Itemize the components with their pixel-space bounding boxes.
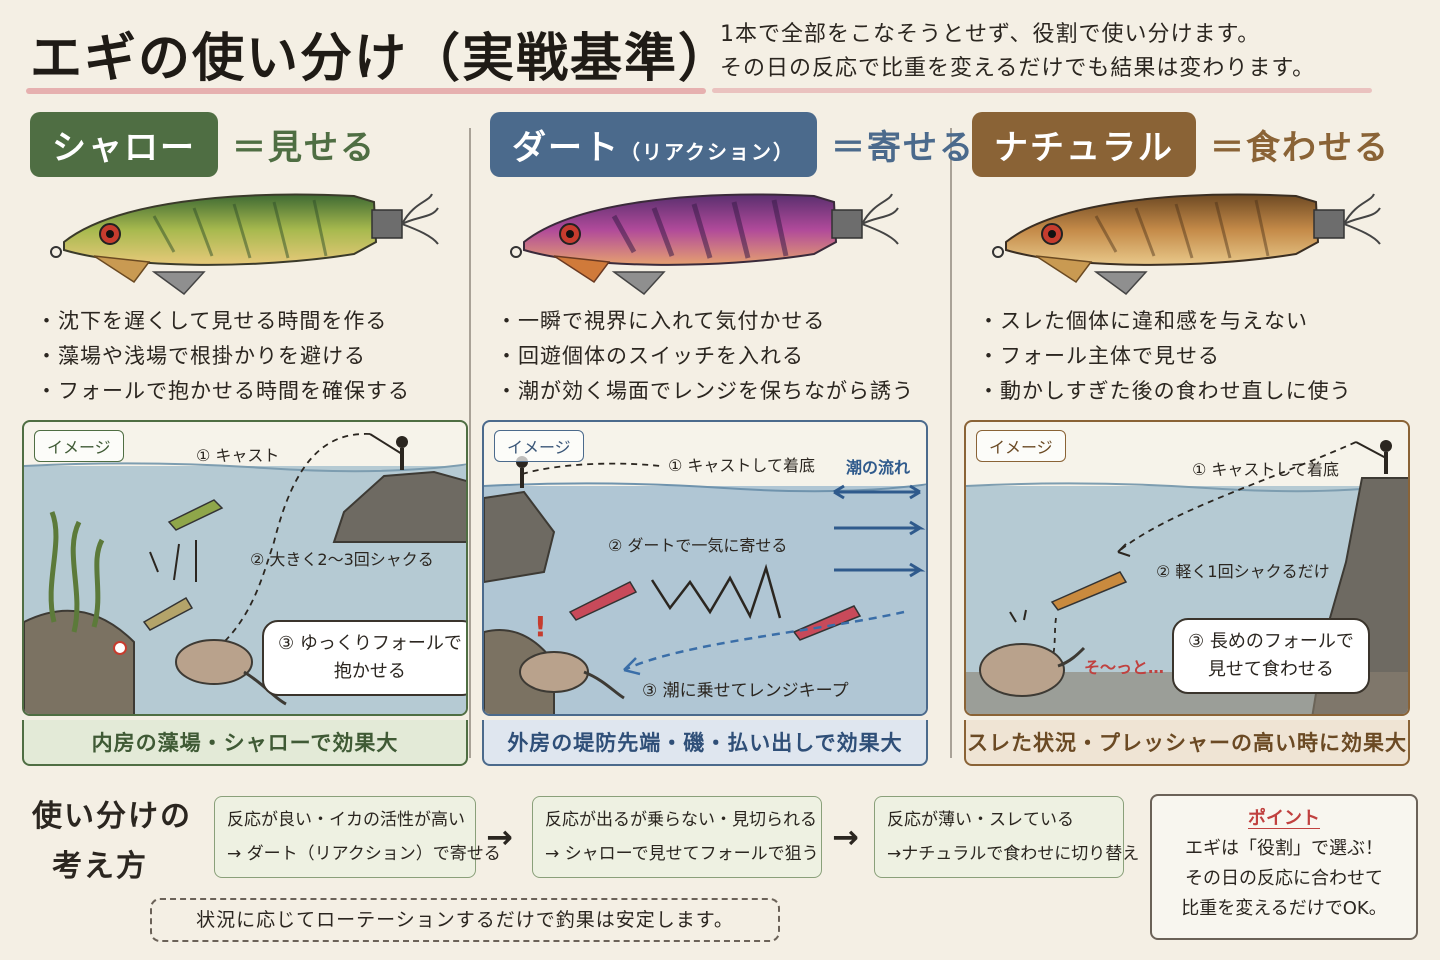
- bottom-title: 使い分けの 考え方: [32, 792, 192, 892]
- feature-item: 回遊個体のスイッチを入れる: [496, 339, 926, 374]
- column-dart: ダート（リアクション） ＝寄せる 一瞬で視界に入れて気付かせる 回遊個体のスイッ…: [482, 110, 973, 770]
- bottom-title-line: 考え方: [52, 849, 148, 884]
- flow-condition: 反応が薄い・スレている: [887, 810, 1074, 830]
- current-label: 潮の流れ: [846, 458, 911, 477]
- feature-item: 潮が効く場面でレンジを保ちながら誘う: [496, 374, 926, 409]
- title-underline: [26, 88, 706, 94]
- point-line: エギは「役割」で選ぶ！: [1185, 838, 1383, 859]
- type-tag: シャロー: [30, 112, 218, 177]
- scene-illustration: イメージ ① キャスト ② 大きく2〜3回シャクる ③ ゆっくりフォールで 抱か…: [22, 420, 468, 716]
- svg-text:!: !: [534, 610, 547, 643]
- feature-item: 藻場や浅場で根掛かりを避ける: [36, 339, 466, 374]
- point-line: 比重を変えるだけでOK。: [1181, 898, 1387, 919]
- bubble-line: 見せて食わせる: [1207, 659, 1334, 680]
- step-label: ② ダートで一気に寄せる: [608, 536, 788, 555]
- column-divider: [469, 128, 471, 758]
- image-tag: イメージ: [34, 430, 124, 462]
- type-tag: ナチュラル: [972, 112, 1196, 177]
- scene-illustration: ! イメージ ① キャストして着底 潮の流れ ② ダートで一気に寄せる ③ 潮に…: [482, 420, 928, 716]
- type-tag-label: シャロー: [52, 128, 196, 168]
- flow-action: →ナチュラルで食わせに切り替え: [887, 844, 1140, 864]
- column-header: シャロー ＝見せる: [30, 112, 376, 177]
- flow-arrow-icon: →: [486, 818, 513, 856]
- feature-item: 一瞬で視界に入れて気付かせる: [496, 304, 926, 339]
- egi-lure-green-icon: [50, 193, 439, 296]
- summary-note: 状況に応じてローテーションするだけで釣果は安定します。: [150, 898, 780, 942]
- speech-bubble: ③ ゆっくりフォールで 抱かせる: [262, 620, 466, 696]
- step-label: ① キャストして着底: [668, 456, 815, 475]
- column-header: ナチュラル ＝食わせる: [972, 112, 1390, 177]
- scene-caption: スレた状況・プレッシャーの高い時に効果大: [964, 720, 1410, 766]
- flow-condition: 反応が良い・イカの活性が高い: [227, 810, 465, 830]
- bottom-title-line: 使い分けの: [32, 799, 192, 834]
- subtitle-underline: [712, 88, 1372, 93]
- column-natural: ナチュラル ＝食わせる スレた個体に違和感を与えない フォール主体で見せる 動か…: [964, 110, 1414, 770]
- role-label: ＝寄せる: [831, 128, 975, 168]
- feature-list: 沈下を遅くして見せる時間を作る 藻場や浅場で根掛かりを避ける フォールで抱かせる…: [36, 304, 466, 409]
- step-label: ① キャスト: [196, 446, 280, 465]
- flow-step: 反応が薄い・スレている →ナチュラルで食わせに切り替え: [874, 796, 1140, 878]
- page-title: エギの使い分け（実戦基準）: [30, 29, 733, 89]
- column-header: ダート（リアクション） ＝寄せる: [490, 112, 975, 177]
- flow-step: 反応が良い・イカの活性が高い → ダート（リアクション）で寄せる: [214, 796, 501, 878]
- step-label: ② 大きく2〜3回シャクる: [250, 550, 434, 569]
- step-label: ③ 潮に乗せてレンジキープ: [642, 681, 849, 701]
- image-tag: イメージ: [494, 430, 584, 462]
- subtitle: 1本で全部をこなそうとせず、役割で使い分けます。 その日の反応で比重を変えるだけ…: [720, 18, 1420, 86]
- point-box: ポイント エギは「役割」で選ぶ！ その日の反応に合わせて 比重を変えるだけでOK…: [1150, 794, 1418, 940]
- egi-lure-brown-icon: [992, 193, 1381, 296]
- flow-action: → ダート（リアクション）で寄せる: [227, 844, 501, 864]
- speech-bubble: ③ 長めのフォールで 見せて食わせる: [1172, 618, 1370, 694]
- column-divider: [950, 128, 952, 758]
- point-line: その日の反応に合わせて: [1185, 868, 1383, 889]
- bubble-line: ③ ゆっくりフォールで: [278, 633, 462, 654]
- role-label: ＝見せる: [232, 128, 376, 168]
- scene-caption: 内房の藻場・シャローで効果大: [22, 720, 468, 766]
- feature-list: スレた個体に違和感を与えない フォール主体で見せる 動かしすぎた後の食わせ直しに…: [978, 304, 1408, 409]
- type-tag-label: ナチュラル: [994, 128, 1174, 168]
- feature-item: フォール主体で見せる: [978, 339, 1408, 374]
- point-title: ポイント: [1248, 808, 1320, 829]
- feature-item: フォールで抱かせる時間を確保する: [36, 374, 466, 409]
- scene-dart-drawing: !: [484, 456, 926, 714]
- step-label: ① キャストして着底: [1192, 460, 1339, 479]
- flow-arrow-icon: →: [832, 818, 859, 856]
- bubble-line: ③ 長めのフォールで: [1188, 631, 1354, 652]
- column-shallow: シャロー ＝見せる 沈下を遅くして見せる時間を作る 藻場や浅場で根掛かりを避ける…: [22, 110, 472, 770]
- feature-list: 一瞬で視界に入れて気付かせる 回遊個体のスイッチを入れる 潮が効く場面でレンジを…: [496, 304, 926, 409]
- type-tag-label: ダート: [512, 128, 620, 168]
- egi-lure-purple-icon: [510, 193, 899, 296]
- squid-text: そ〜っと…: [1084, 658, 1165, 677]
- feature-item: スレた個体に違和感を与えない: [978, 304, 1408, 339]
- point-body: エギは「役割」で選ぶ！ その日の反応に合わせて 比重を変えるだけでOK。: [1152, 834, 1416, 924]
- type-tag-sub: （リアクション）: [620, 140, 795, 164]
- step-label: ② 軽く1回シャクるだけ: [1156, 562, 1330, 581]
- subtitle-line: その日の反応で比重を変えるだけでも結果は変わります。: [720, 56, 1316, 81]
- scene-caption: 外房の堤防先端・磯・払い出しで効果大: [482, 720, 928, 766]
- role-label: ＝食わせる: [1210, 128, 1390, 168]
- flow-step: 反応が出るが乗らない・見切られる → シャローで見せてフォールで狙う: [532, 796, 822, 878]
- flow-condition: 反応が出るが乗らない・見切られる: [545, 810, 817, 830]
- flow-action: → シャローで見せてフォールで狙う: [545, 844, 819, 864]
- feature-item: 沈下を遅くして見せる時間を作る: [36, 304, 466, 339]
- image-tag: イメージ: [976, 430, 1066, 462]
- feature-item: 動かしすぎた後の食わせ直しに使う: [978, 374, 1408, 409]
- type-tag: ダート（リアクション）: [490, 112, 817, 177]
- bubble-line: 抱かせる: [333, 661, 406, 682]
- subtitle-line: 1本で全部をこなそうとせず、役割で使い分けます。: [720, 22, 1261, 47]
- scene-illustration: イメージ ① キャストして着底 ② 軽く1回シャクるだけ そ〜っと… ③ 長めの…: [964, 420, 1410, 716]
